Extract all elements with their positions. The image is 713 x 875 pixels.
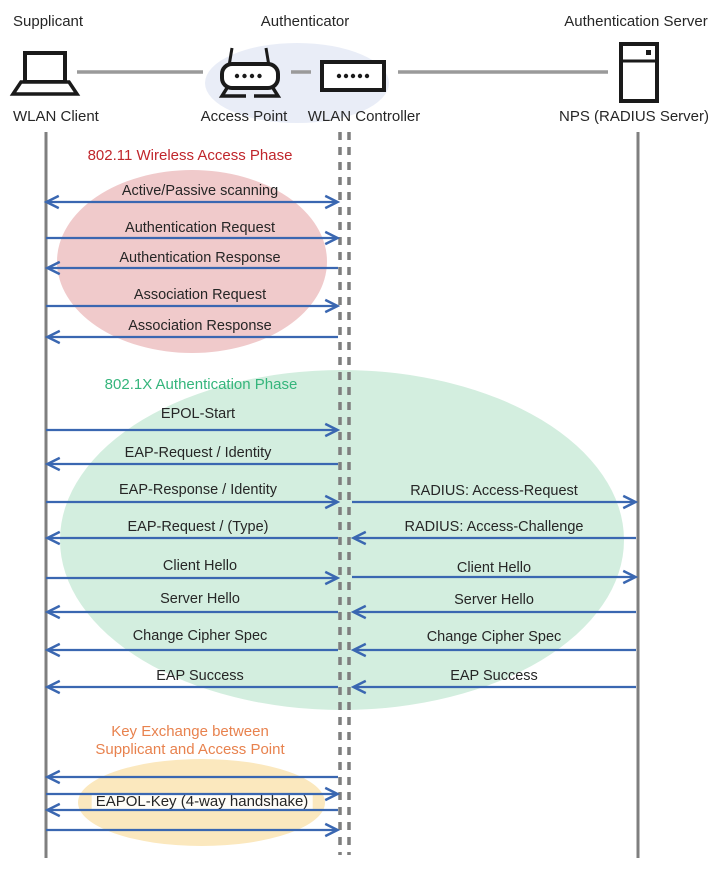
message-label: Server Hello [160,591,240,607]
phase2-title: 802.1X Authentication Phase [104,376,298,393]
message-label: RADIUS: Access-Request [410,483,578,499]
server-icon [619,42,659,103]
message-label: EAP-Response / Identity [119,482,277,498]
message-label: RADIUS: Access-Challenge [404,519,584,535]
message-label: Active/Passive scanning [121,183,279,199]
message-label: Client Hello [456,560,532,576]
message-label: Server Hello [454,592,534,608]
device-wlan-controller: WLAN Controller [307,108,421,125]
phase2-ellipse [60,370,624,710]
message-label: EAP-Request / Identity [124,445,272,461]
role-authentication-server: Authentication Server [564,13,708,30]
message-label: Change Cipher Spec [426,629,562,645]
role-supplicant: Supplicant [13,13,84,30]
message-label: Change Cipher Spec [132,628,268,644]
phase1-title: 802.11 Wireless Access Phase [87,147,293,164]
device-access-point: Access Point [200,108,288,125]
role-authenticator: Authenticator [260,13,350,30]
message-label: EAP Success [450,668,538,684]
message-label: EAP-Request / (Type) [127,519,269,535]
message-label: EPOL-Start [160,406,236,422]
device-wlan-client: WLAN Client [13,108,99,125]
message-label: Association Request [133,287,267,303]
message-label: Authentication Request [125,220,275,236]
message-label: Authentication Response [119,250,281,266]
device-nps: NPS (RADIUS Server) [558,108,710,125]
eapol-key-label: EAPOL-Key (4-way handshake) [91,794,313,810]
message-label: Client Hello [162,558,238,574]
phase3-title-line1: Key Exchange between [111,723,269,740]
message-label: Association Response [128,318,272,334]
message-label: EAP Success [156,668,244,684]
laptop-icon [9,51,81,96]
phase3-title-line2: Supplicant and Access Point [95,741,285,758]
